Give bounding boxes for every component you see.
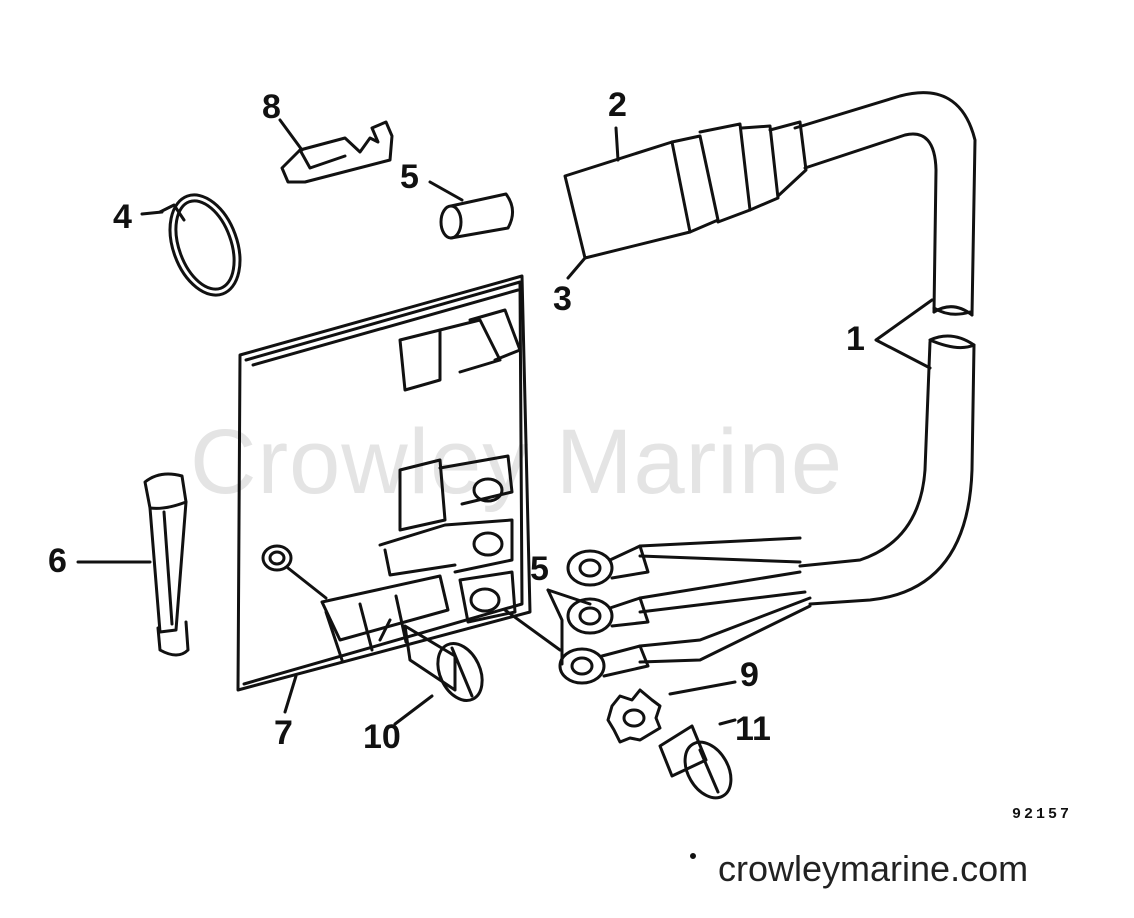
fuse <box>76 472 190 657</box>
terminal-board <box>236 274 532 692</box>
callout-11: 11 <box>735 710 771 748</box>
callout-5-upper: 5 <box>400 158 419 196</box>
cable-harness <box>638 91 977 664</box>
board-screw <box>378 618 484 726</box>
callout-10: 10 <box>363 718 401 756</box>
leader-2 <box>614 126 620 162</box>
watermark: Crowley Marine <box>190 411 844 513</box>
lock-washer <box>606 680 737 744</box>
drawing-number: 92157 <box>1012 806 1073 823</box>
terminal-clip <box>278 118 394 184</box>
connector <box>563 120 808 260</box>
callout-3: 3 <box>553 280 572 318</box>
callout-8: 8 <box>262 88 281 126</box>
site-url: crowleymarine.com <box>718 848 1029 889</box>
leader-7 <box>283 674 298 714</box>
callout-7: 7 <box>274 714 293 752</box>
cable-tie <box>140 193 242 297</box>
terminal-screw <box>658 718 737 800</box>
leader-3 <box>566 256 587 280</box>
leader-1 <box>874 298 934 370</box>
ring-terminals <box>503 544 650 685</box>
callout-9: 9 <box>740 656 759 694</box>
callout-6: 6 <box>48 542 67 580</box>
sleeve <box>428 180 514 240</box>
callout-5-lower: 5 <box>530 550 549 588</box>
callout-4: 4 <box>113 198 132 236</box>
callout-1: 1 <box>846 320 865 358</box>
callout-2: 2 <box>608 86 627 124</box>
